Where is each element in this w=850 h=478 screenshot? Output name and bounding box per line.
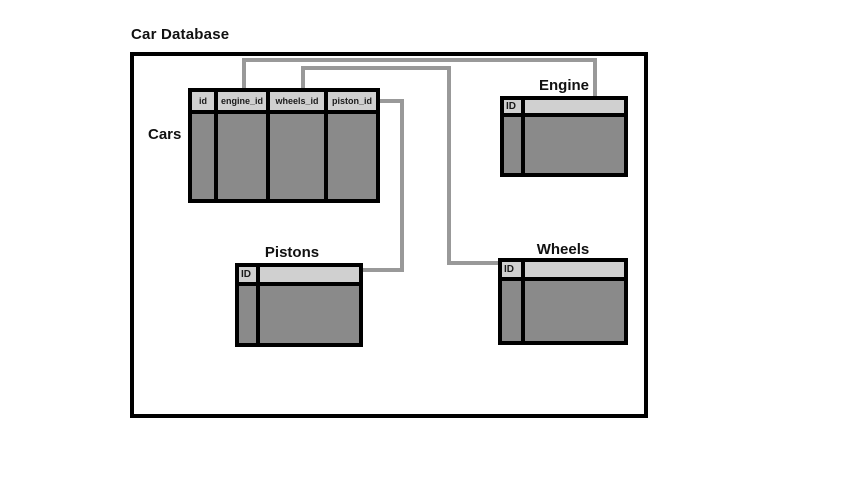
relationship-line-cars-engine-v1 [242,58,246,90]
relationship-line-cars-pistons-v1 [400,99,404,272]
relationship-line-cars-wheels-h1 [301,66,451,70]
cars-body-cell-piston-id [328,114,376,199]
wheels-body-cell-id [502,281,521,341]
pistons-body-cell-id [239,286,256,343]
wheels-column-header-id: ID [502,262,521,277]
relationship-line-cars-wheels-h2 [447,261,500,265]
cars-table-label: Cars [148,126,182,143]
cars-body-cell-wheels-id [270,114,324,199]
relationship-line-cars-wheels-v1 [301,66,305,90]
cars-column-header-piston-id: piston_id [328,92,376,110]
engine-column-header-id: ID [504,100,521,113]
cars-body-cell-id [192,114,214,199]
engine-header-cell-empty [525,100,624,113]
relationship-line-cars-engine-h1 [242,58,597,62]
relationship-line-cars-pistons-h1 [378,99,404,103]
wheels-body-cell-main [525,281,624,341]
pistons-table: ID [235,263,363,347]
engine-body-cell-id [504,117,521,173]
pistons-table-label: Pistons [264,244,320,261]
cars-column-header-wheels-id: wheels_id [270,92,324,110]
relationship-line-cars-wheels-v2 [447,66,451,265]
cars-body-cell-engine-id [218,114,266,199]
relationship-line-cars-engine-v2 [593,58,597,98]
wheels-table-label: Wheels [536,241,590,258]
relationship-line-cars-pistons-h2 [361,268,404,272]
pistons-column-header-id: ID [239,267,256,282]
cars-column-header-id: id [192,92,214,110]
engine-table-label: Engine [538,77,589,94]
engine-table: ID [500,96,628,177]
wheels-header-cell-empty [525,262,624,277]
pistons-header-cell-empty [260,267,359,282]
wheels-table: ID [498,258,628,345]
diagram-title: Car Database [131,26,230,43]
engine-body-cell-main [525,117,624,173]
cars-table: id engine_id wheels_id piston_id [188,88,380,203]
cars-column-header-engine-id: engine_id [218,92,266,110]
pistons-body-cell-main [260,286,359,343]
